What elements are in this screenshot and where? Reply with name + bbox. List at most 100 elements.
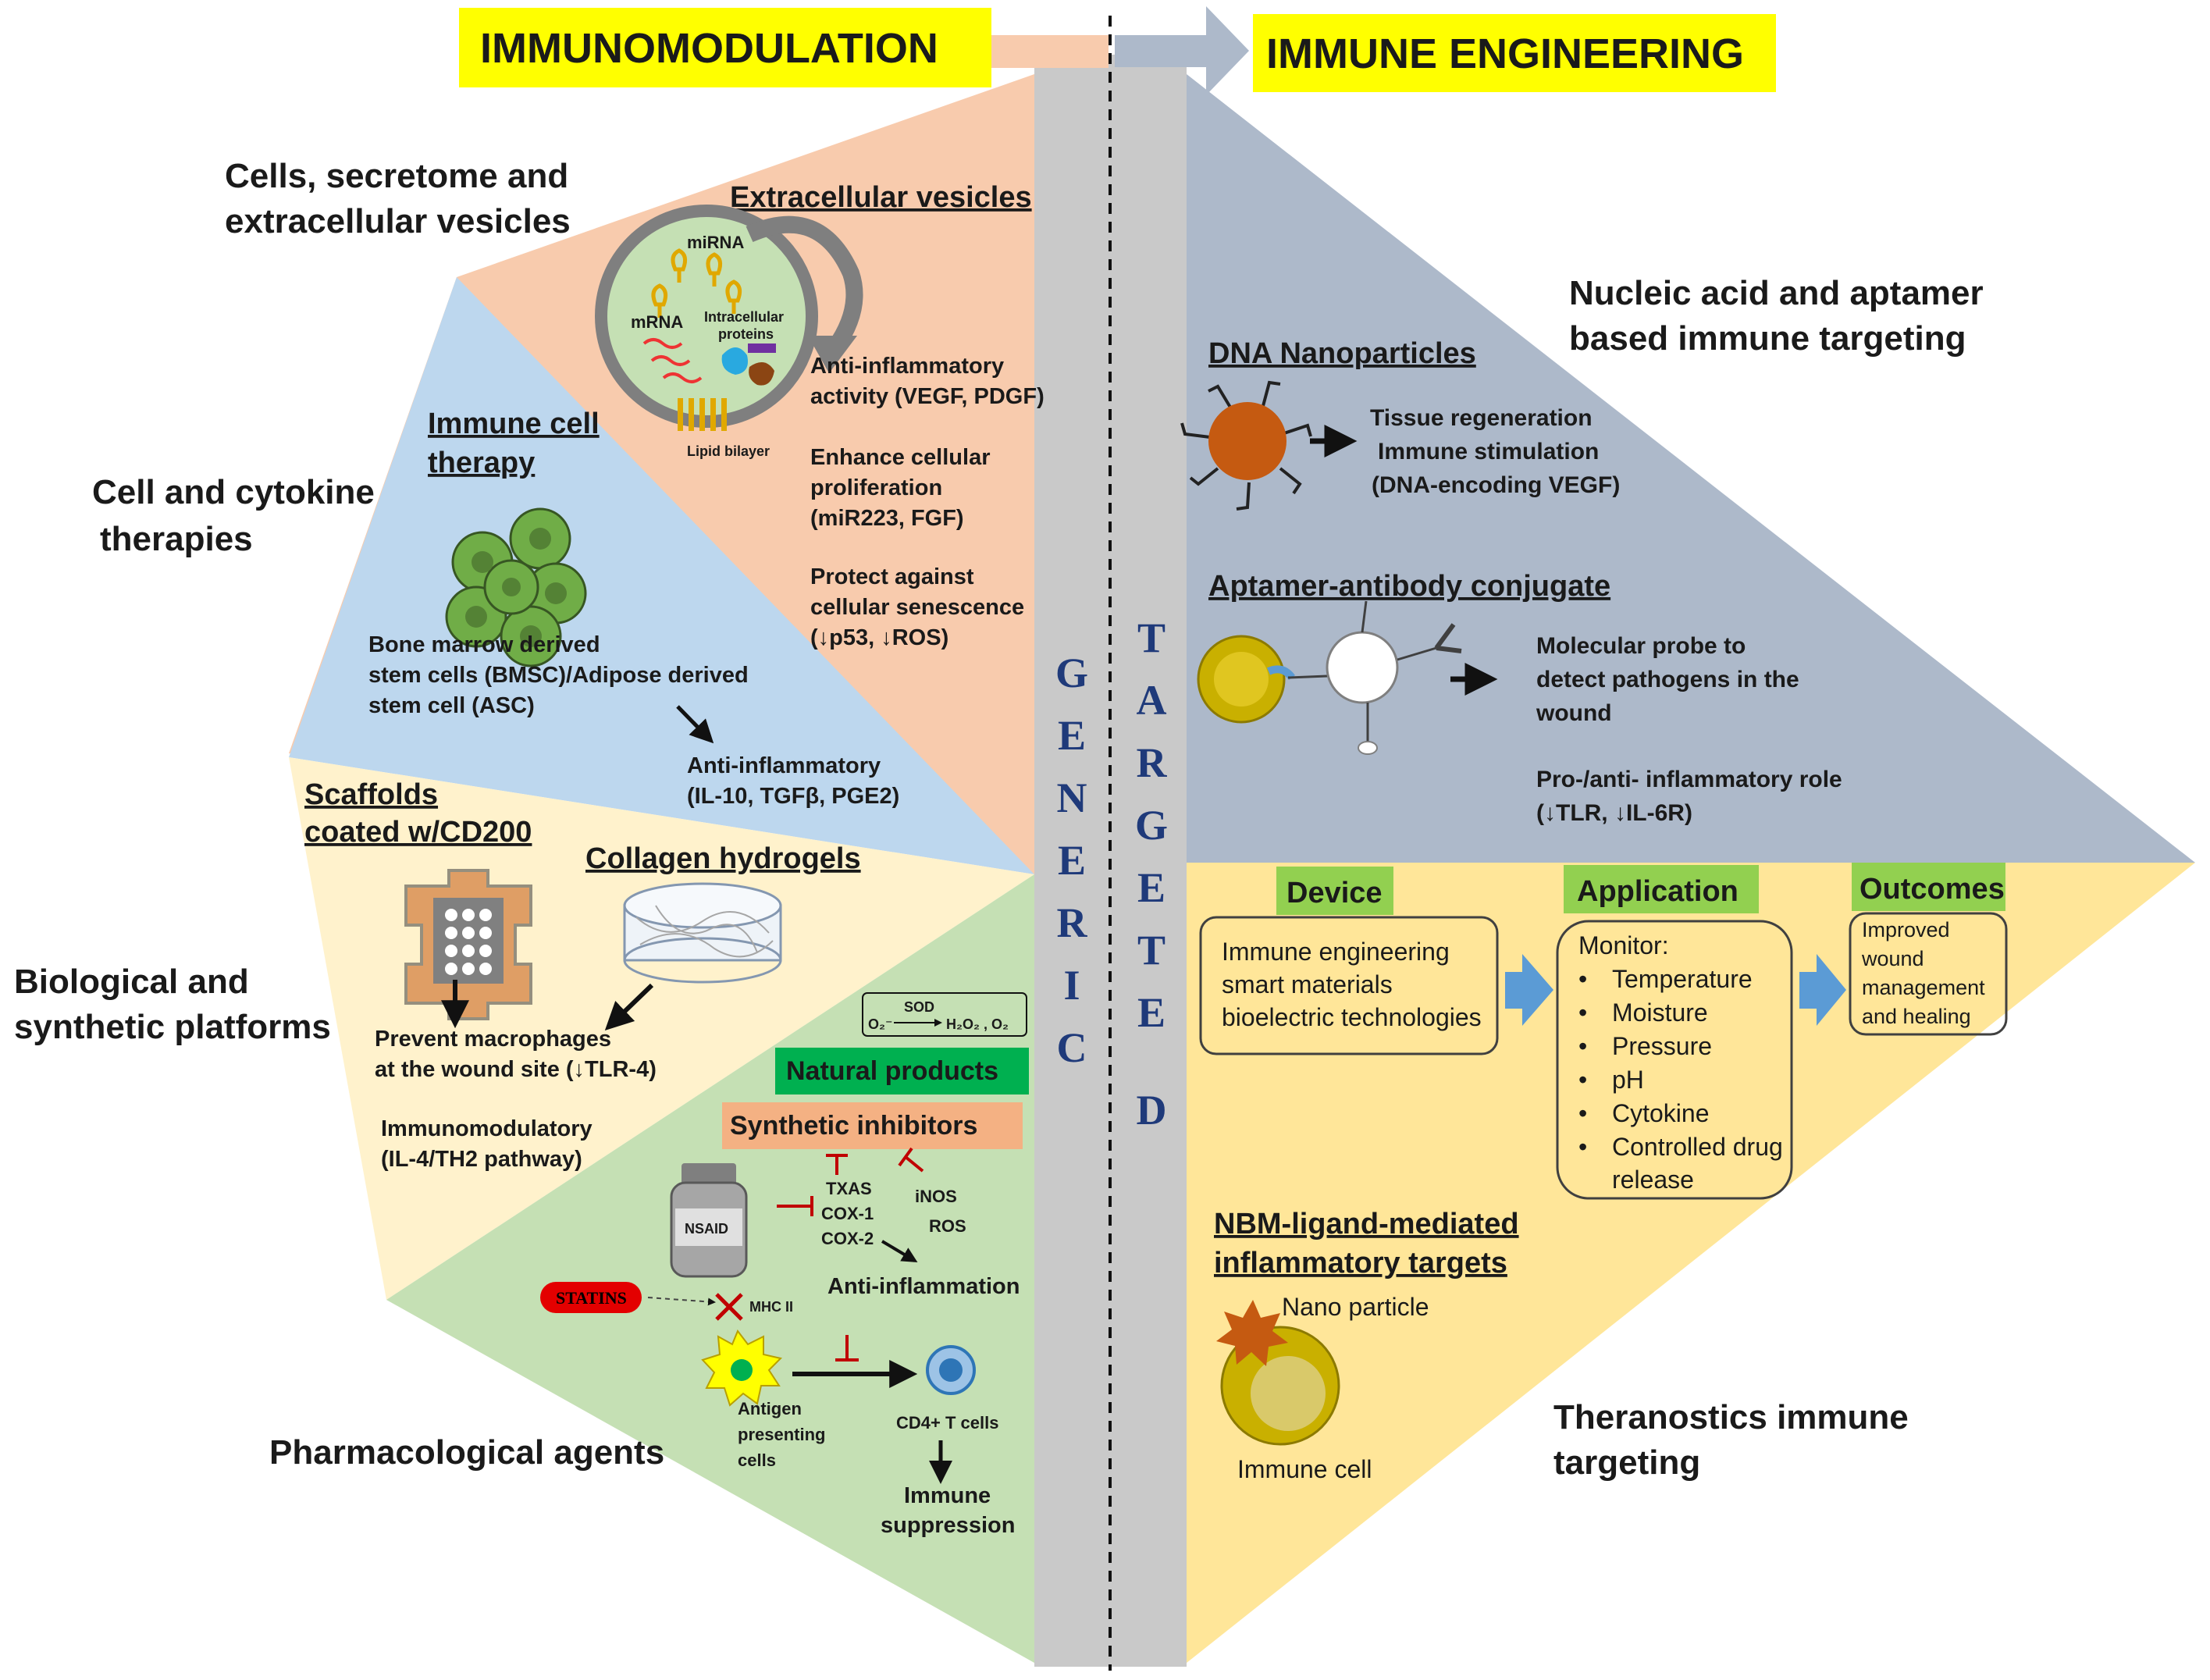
pharma-anti-inflammation: Anti-inflammation [827, 1274, 1020, 1299]
device-line-1: Immune engineering [1222, 938, 1450, 966]
wedge-cell-therapy [289, 277, 1034, 874]
banner-left: IMMUNOMODULATION [480, 25, 938, 72]
category-nucleic-2: based immune targeting [1569, 319, 1966, 358]
nbm-title-1: NBM-ligand-mediated [1214, 1208, 1519, 1240]
targeted-letter: T [1137, 614, 1165, 661]
ev-protect-3: (↓p53, ↓ROS) [810, 625, 948, 650]
application-item: Temperature [1612, 965, 1753, 993]
statins-label: STATINS [556, 1288, 627, 1308]
mhc-blocked-icon [715, 1293, 743, 1321]
dna-text-2: Immune stimulation [1378, 439, 1599, 464]
outcomes-box [1849, 912, 2008, 1036]
pharma-cox2: COX-2 [821, 1229, 874, 1248]
cell-therapy-anti-1: Anti-inflammatory [687, 753, 881, 778]
pharma-inos: iNOS [915, 1187, 957, 1206]
platforms-immuno-1: Immunomodulatory [381, 1116, 593, 1141]
nanoparticle-star-icon [1216, 1300, 1288, 1366]
natural-products-label: Natural products [786, 1056, 998, 1086]
category-nucleic-1: Nucleic acid and aptamer [1569, 274, 1984, 312]
cell-therapy-stem-2: stem cells (BMSC)/Adipose derived [368, 663, 749, 688]
platforms-prevent-2: at the wound site (↓TLR-4) [375, 1057, 657, 1082]
pharma-apc-1: Antigen [738, 1399, 802, 1418]
application-item: Moisture [1612, 998, 1708, 1027]
synthetic-inhibitors-bg [722, 1102, 1023, 1149]
pharma-apc-3: cells [738, 1450, 776, 1470]
generic-letter: G [1055, 650, 1088, 696]
ev-intracellular-1: Intracellular [704, 309, 784, 325]
application-box [1556, 920, 1793, 1200]
scaffolds-title-2: coated w/CD200 [304, 816, 532, 849]
pharma-supp-1: Immune [904, 1483, 991, 1508]
ev-anti-2: activity (VEGF, PDGF) [810, 384, 1045, 409]
generic-letter: I [1063, 962, 1080, 1009]
application-bullet: • [1578, 1099, 1587, 1127]
category-platforms-2: synthetic platforms [14, 1008, 331, 1046]
application-bullet: • [1578, 965, 1587, 993]
pharma-supp-2: suppression [881, 1513, 1015, 1538]
cell-therapy-title-1: Immune cell [428, 408, 600, 440]
apc-inhibition-mark [835, 1335, 859, 1361]
statins-pill [540, 1282, 642, 1313]
application-item-release: release [1612, 1166, 1694, 1194]
statins-arrow [647, 1297, 716, 1306]
cell-therapy-anti-2: (IL-10, TGFβ, PGE2) [687, 784, 899, 809]
sod-box [862, 992, 1027, 1037]
outcomes-label: Outcomes [1859, 873, 2005, 906]
targeted-letter: A [1137, 677, 1167, 724]
ev-curved-arrowhead [808, 336, 857, 373]
banner-right: IMMUNE ENGINEERING [1266, 30, 1744, 77]
dna-nanoparticle-icon [1180, 380, 1312, 511]
application-item: Cytokine [1612, 1099, 1710, 1127]
category-cells-2: extracellular vesicles [225, 202, 571, 240]
aptamer-conjugate-icon [1197, 600, 1462, 755]
banner-right-bg [1253, 14, 1776, 92]
mirna-icon [651, 248, 742, 318]
platforms-immuno-2: (IL-4/TH2 pathway) [381, 1147, 582, 1172]
generic-letter: E [1058, 837, 1086, 884]
targeted-letter: E [1137, 864, 1165, 911]
targeted-letter: D [1137, 1087, 1167, 1134]
inhibition-marks [777, 1147, 924, 1216]
aptamer-role-2: (↓TLR, ↓IL-6R) [1536, 800, 1692, 826]
application-list: • Temperature • Moisture • Pressure • pH… [1578, 965, 1783, 1194]
flow-arrow-1 [1505, 954, 1553, 1026]
ev-protect-1: Protect against [810, 564, 974, 589]
outcome-line-1: Improved [1862, 918, 1950, 941]
targeted-letter: T [1137, 927, 1165, 973]
nbm-nano: Nano particle [1282, 1293, 1429, 1321]
wedge-theranostics [1187, 863, 2195, 1663]
stem-cell-nuclei [465, 528, 567, 647]
application-item: Controlled drug [1612, 1133, 1783, 1161]
device-label: Device [1286, 877, 1383, 909]
dna-text-3: (DNA-encoding VEGF) [1372, 472, 1620, 498]
nbm-immune: Immune cell [1237, 1455, 1372, 1483]
protein-brown-icon [749, 362, 774, 386]
ev-enhance-3: (miR223, FGF) [810, 506, 964, 531]
protein-purple-icon [748, 343, 776, 353]
ev-title: Extracellular vesicles [730, 181, 1032, 214]
pharma-txas: TXAS [826, 1179, 872, 1198]
application-bullet: • [1578, 998, 1587, 1027]
cd4-t-cell-icon [926, 1345, 976, 1395]
pharma-cox1: COX-1 [821, 1204, 874, 1223]
targeted-letter: G [1135, 802, 1168, 849]
ev-enhance-2: proliferation [810, 475, 942, 500]
application-bullet: • [1578, 1032, 1587, 1060]
dna-title: DNA Nanoparticles [1208, 337, 1476, 370]
application-bullet: • [1578, 1133, 1587, 1161]
pharma-cd4: CD4+ T cells [896, 1413, 998, 1433]
outcome-line-3: management [1862, 976, 1985, 999]
category-theranostics-1: Theranostics immune [1553, 1398, 1909, 1436]
category-pharma: Pharmacological agents [269, 1433, 664, 1472]
targeted-label: T A R G E T E D [1135, 614, 1168, 1134]
banner-arrow-left [991, 35, 1109, 68]
ev-curved-arrow [746, 215, 863, 353]
sod-substrate: O₂⁻ [868, 1016, 893, 1032]
nbm-immune-cell-icon [1220, 1326, 1340, 1446]
ev-lipid: Lipid bilayer [687, 443, 770, 459]
application-bullet: • [1578, 1066, 1587, 1094]
cell-therapy-stem-1: Bone marrow derived [368, 632, 600, 657]
category-cytokine-1: Cell and cytokine [92, 473, 375, 511]
aptamer-probe-3: wound [1536, 700, 1612, 726]
cox-arrow [881, 1240, 918, 1263]
